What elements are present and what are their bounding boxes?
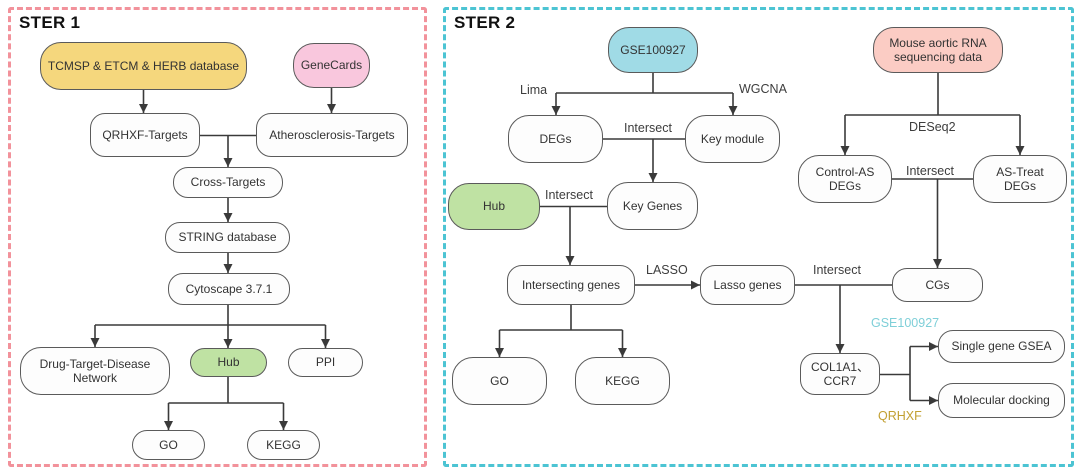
node-kegg-panel1: KEGG (247, 430, 320, 460)
step2-panel: STER 2 (443, 7, 1074, 467)
node-ppi: PPI (288, 348, 363, 377)
label-lima: Lima (520, 83, 548, 97)
node-cross-targets: Cross-Targets (173, 167, 283, 198)
node-as-treat-degs: AS-Treat DEGs (973, 155, 1067, 203)
node-lasso-genes: Lasso genes (700, 265, 795, 305)
node-col1a1-ccr7: COL1A1、 CCR7 (800, 353, 880, 395)
node-cytoscape: Cytoscape 3.7.1 (168, 273, 290, 305)
node-cgs: CGs (892, 268, 983, 302)
node-intersecting-genes: Intersecting genes (507, 265, 635, 305)
node-key-genes: Key Genes (607, 182, 698, 230)
node-go-panel1: GO (132, 430, 205, 460)
step2-title: STER 2 (454, 13, 516, 32)
node-string-database: STRING database (165, 222, 290, 253)
node-tcmsp-etcm-herb-database: TCMSP & ETCM & HERB database (40, 42, 247, 90)
label-lasso: LASSO (646, 263, 688, 277)
node-qrhxf-targets: QRHXF-Targets (90, 113, 200, 157)
node-molecular-docking: Molecular docking (938, 383, 1065, 418)
label-qrhxf-tag: QRHXF (878, 409, 922, 423)
label-intersect-lasso-cgs: Intersect (813, 263, 861, 277)
node-single-gene-gsea: Single gene GSEA (938, 330, 1065, 363)
step1-panel: STER 1 (8, 7, 427, 467)
node-drug-target-disease-network: Drug-Target-Disease Network (20, 347, 170, 395)
label-deseq2: DESeq2 (909, 120, 956, 134)
node-mouse-aortic-rna: Mouse aortic RNA sequencing data (873, 27, 1003, 73)
label-intersect-hub-keygenes: Intersect (545, 188, 593, 202)
node-hub-panel2: Hub (448, 183, 540, 230)
label-gse100927-tag: GSE100927 (871, 316, 940, 330)
node-hub-panel1: Hub (190, 348, 267, 377)
node-kegg-panel2: KEGG (575, 357, 670, 405)
node-degs: DEGs (508, 115, 603, 163)
node-control-as-degs: Control-AS DEGs (798, 155, 892, 203)
node-key-module: Key module (685, 115, 780, 163)
step1-title: STER 1 (19, 13, 81, 32)
node-genecards: GeneCards (293, 43, 370, 88)
node-gse100927: GSE100927 (608, 27, 698, 73)
label-intersect-control-treat: Intersect (906, 164, 954, 178)
node-atherosclerosis-targets: Atherosclerosis-Targets (256, 113, 408, 157)
label-wgcna: WGCNA (739, 82, 787, 96)
node-go-panel2: GO (452, 357, 547, 405)
label-intersect-degs-keymodule: Intersect (624, 121, 672, 135)
